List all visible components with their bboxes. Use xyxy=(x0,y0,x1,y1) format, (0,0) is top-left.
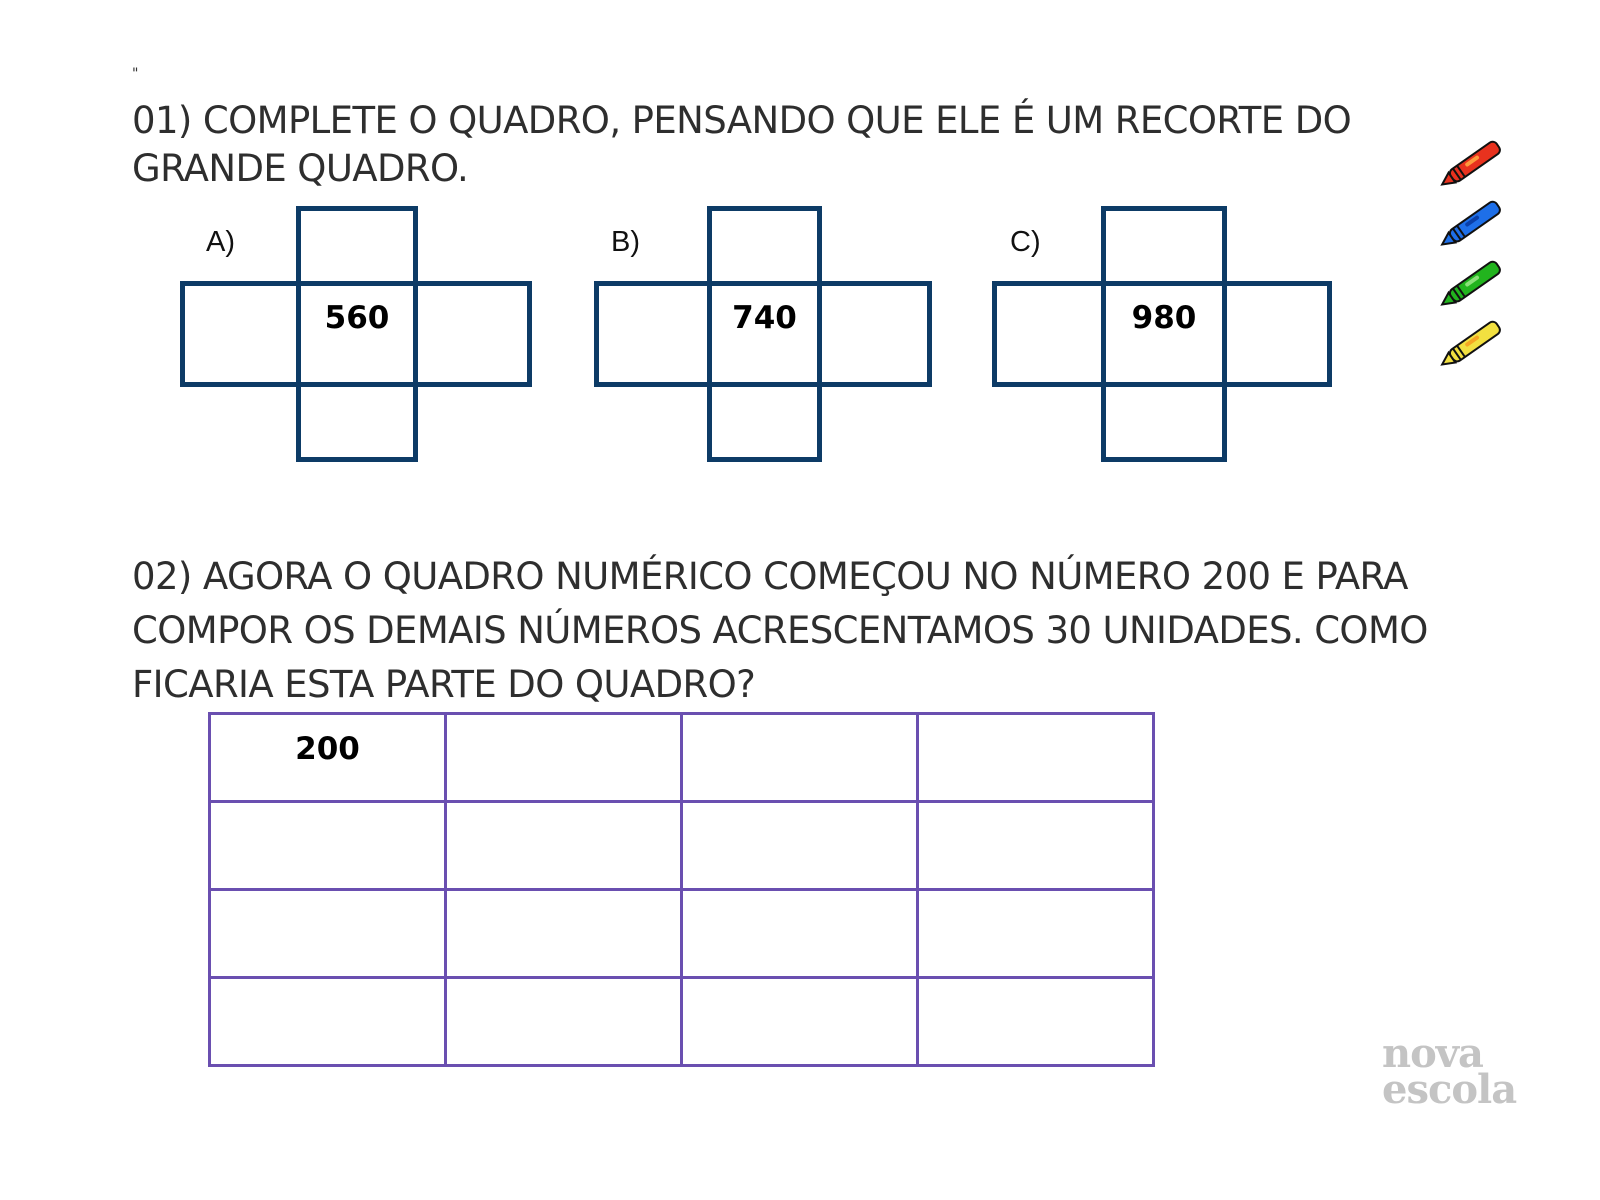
cell-left[interactable] xyxy=(992,281,1106,387)
cell-center: 980 xyxy=(1101,281,1227,387)
grid-cell[interactable] xyxy=(444,712,683,803)
cross-label-b: B) xyxy=(611,226,640,258)
blue-crayon-icon xyxy=(1440,200,1501,246)
table-row: 200 xyxy=(208,712,1155,803)
question-2-text: 02) AGORA O QUADRO NUMÉRICO COMEÇOU NO N… xyxy=(132,555,1428,706)
grid-cell[interactable] xyxy=(680,712,919,803)
table-row xyxy=(208,800,1155,891)
logo-line-1: nova xyxy=(1382,1030,1484,1077)
cross-label-a: A) xyxy=(206,226,235,258)
cell-right[interactable] xyxy=(413,281,532,387)
logo-line-2: escola xyxy=(1382,1066,1517,1113)
cell-left[interactable] xyxy=(594,281,712,387)
grid-cell[interactable] xyxy=(916,712,1155,803)
grid-cell[interactable] xyxy=(208,976,447,1067)
cell-top[interactable] xyxy=(296,206,418,286)
cell-right[interactable] xyxy=(817,281,932,387)
cross-grid-b: B) 740 xyxy=(594,206,946,462)
cross-grid-a: A) 560 xyxy=(180,206,532,462)
grid-cell[interactable] xyxy=(680,976,919,1067)
yellow-crayon-icon xyxy=(1440,320,1501,366)
green-crayon-icon xyxy=(1440,260,1501,306)
cell-bottom[interactable] xyxy=(296,382,418,462)
table-row xyxy=(208,888,1155,979)
grid-cell[interactable] xyxy=(680,888,919,979)
center-value: 980 xyxy=(1131,300,1197,336)
center-value: 740 xyxy=(732,300,797,336)
cell-top[interactable] xyxy=(707,206,822,286)
quote-mark: " xyxy=(132,66,139,82)
cross-grid-c: C) 980 xyxy=(992,206,1344,462)
grid-cell[interactable] xyxy=(208,800,447,891)
cell-center: 740 xyxy=(707,281,822,387)
cell-left[interactable] xyxy=(180,281,301,387)
question-1-text: 01) COMPLETE O QUADRO, PENSANDO QUE ELE … xyxy=(132,99,1352,190)
grid-cell[interactable] xyxy=(916,976,1155,1067)
cell-bottom[interactable] xyxy=(707,382,822,462)
grid-cell[interactable] xyxy=(208,888,447,979)
grid-cell[interactable] xyxy=(916,800,1155,891)
cell-center: 560 xyxy=(296,281,418,387)
grid-cell[interactable] xyxy=(444,976,683,1067)
cell-top[interactable] xyxy=(1101,206,1227,286)
cross-label-c: C) xyxy=(1010,226,1041,258)
grid-cell[interactable] xyxy=(916,888,1155,979)
cell-right[interactable] xyxy=(1222,281,1332,387)
grid-cell: 200 xyxy=(208,712,447,803)
cell-bottom[interactable] xyxy=(1101,382,1227,462)
table-row xyxy=(208,976,1155,1067)
red-crayon-icon xyxy=(1440,140,1501,186)
grid-cell[interactable] xyxy=(444,888,683,979)
nova-escola-logo: nova escola xyxy=(1382,1030,1517,1113)
grid-cell[interactable] xyxy=(444,800,683,891)
center-value: 560 xyxy=(324,300,390,336)
grid-cell[interactable] xyxy=(680,800,919,891)
number-grid: 200 xyxy=(208,712,1155,1067)
